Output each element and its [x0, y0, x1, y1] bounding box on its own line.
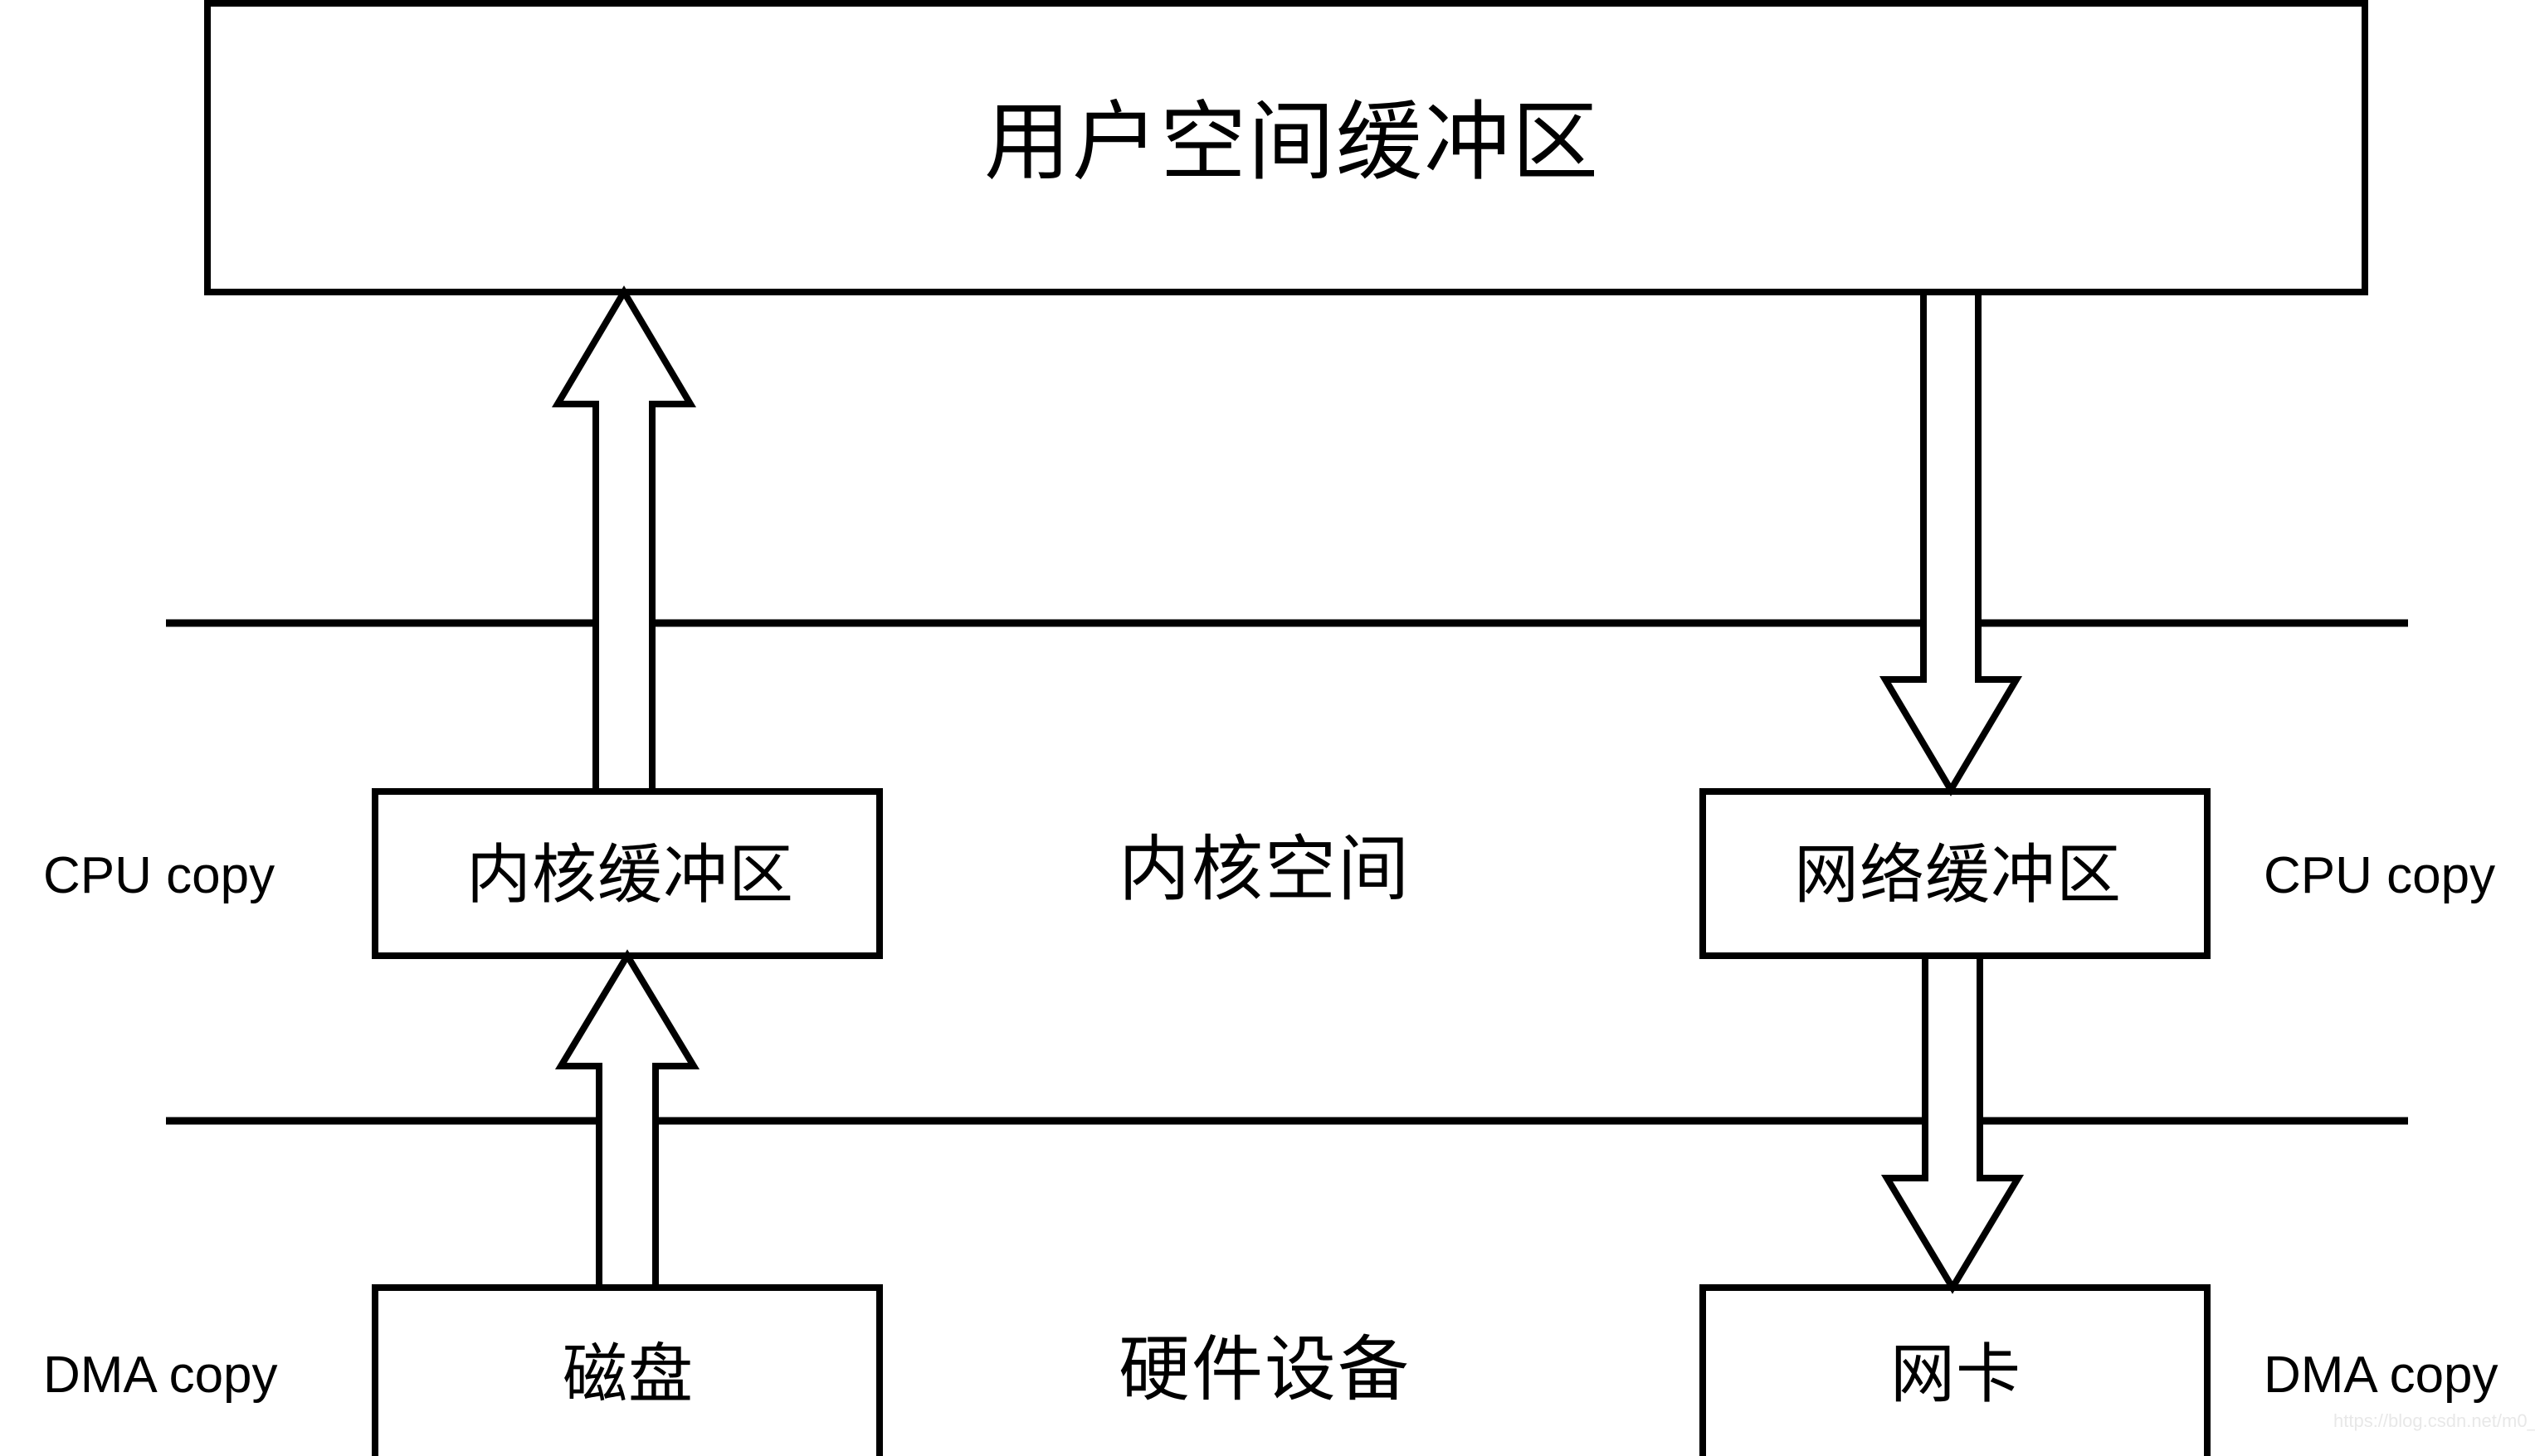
source-watermark: https://blog.csdn.net/m0_37851345: [2333, 1410, 2535, 1431]
network-buffer-box: [1699, 788, 2211, 959]
arrow-network-buffer-to-network-card: [1880, 952, 2025, 1294]
disk-box: [372, 1284, 883, 1456]
dma-copy-left-label: DMA copy: [43, 1346, 278, 1404]
user-space-buffer-box: [204, 0, 2368, 295]
cpu-copy-right-label: CPU copy: [2264, 847, 2496, 904]
kernel-space-section-label: 内核空间: [1119, 830, 1411, 909]
arrow-user-buffer-to-network-buffer: [1879, 289, 2023, 796]
arrow-kernel-buffer-to-user-buffer: [551, 285, 697, 795]
network-buffer-label: 网络缓冲区: [1794, 838, 2123, 911]
kernel-buffer-label: 内核缓冲区: [466, 838, 795, 911]
user-space-buffer-label: 用户空间缓冲区: [984, 95, 1601, 191]
cpu-copy-left-label: CPU copy: [43, 847, 275, 904]
dma-copy-right-label: DMA copy: [2264, 1346, 2498, 1404]
disk-label: 磁盘: [563, 1337, 695, 1410]
hardware-device-section-label: 硬件设备: [1119, 1330, 1411, 1410]
network-card-label: 网卡: [1890, 1337, 2022, 1410]
arrow-disk-to-kernel-buffer: [554, 949, 700, 1291]
